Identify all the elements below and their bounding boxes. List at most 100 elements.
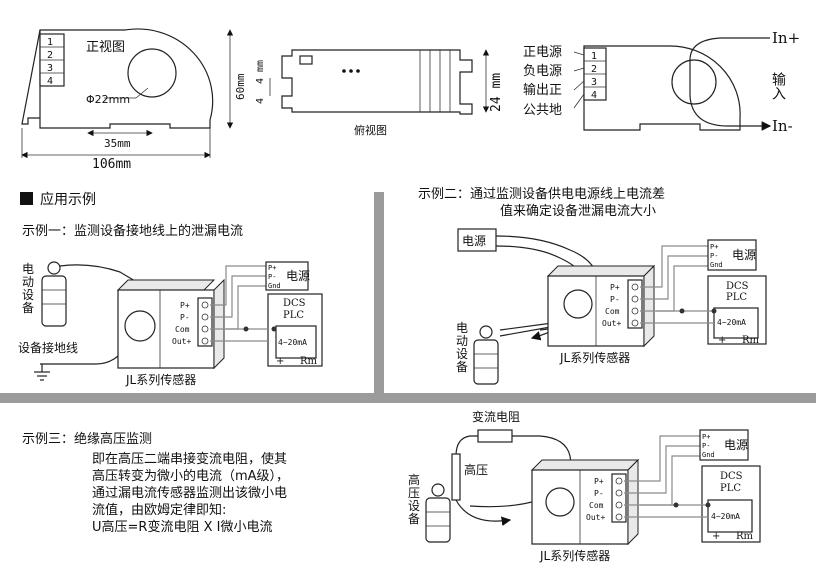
front-view-drawing: 1 2 3 4 正视图 Φ22mm 35mm 106mm 60mm: [21, 28, 247, 172]
ex2-supply-gnd: Gnd: [710, 261, 723, 269]
example3-diagram: 示例三：绝缘高压监测 即在高压二端串接变流电阻，使其 高压转变为微小的电流（mA…: [22, 409, 761, 563]
example1-title: 示例一：监测设备接地线上的泄漏电流: [22, 223, 243, 239]
example1-equipment-char-3: 设: [22, 288, 34, 302]
example2-power-box: [457, 228, 497, 252]
example3-line-4: 流值，由欧姆定律即知:: [92, 502, 226, 518]
ex1-term-pminus: P-: [180, 313, 190, 322]
ex2-supply-label: 电源: [732, 248, 756, 262]
ex3-plc-label: PLC: [720, 483, 741, 494]
ex2-plc-label: PLC: [726, 292, 747, 303]
ex2-term-out: Out+: [602, 319, 621, 328]
front-pin-1: 1: [47, 37, 53, 48]
top-view-drawing: 俯视图 4 mm 4 24 mm: [255, 49, 504, 137]
example1-ground-label: 设备接地线: [18, 340, 78, 355]
example3-resistor-label: 变流电阻: [472, 409, 520, 424]
example3-equipment-char-1: 高: [408, 472, 420, 487]
ex1-term-pplus: P+: [180, 301, 190, 310]
height-4-label: 4: [255, 98, 266, 104]
example3-sensor-label: JL系列传感器: [539, 548, 610, 563]
ex1-supply-label: 电源: [286, 269, 310, 283]
height-60-label: 60mm: [234, 73, 247, 100]
example3-resistor: [477, 429, 513, 443]
ex3-term-pplus: P+: [594, 477, 604, 486]
example2-sensor-label: JL系列传感器: [559, 350, 630, 365]
example3-equipment-char-2: 压: [408, 486, 420, 500]
example3-line-1: 即在高压二端串接变流电阻，使其: [92, 451, 287, 467]
conn-pin-1: 1: [591, 51, 597, 62]
vertical-divider: [374, 192, 384, 398]
example3-hv-label: 高压: [464, 462, 488, 477]
ex2-term-pminus: P-: [610, 295, 620, 304]
example3-line-5: U高压=R变流电阻 X I微小电流: [92, 519, 272, 535]
example2-equipment-char-3: 设: [456, 347, 468, 361]
ex3-supply-label: 电源: [724, 438, 748, 452]
ex3-range-label: 4~20mA: [711, 512, 740, 521]
width-106-label: 106mm: [92, 157, 131, 172]
input-plus-label: In+: [772, 29, 800, 47]
ex3-term-pminus: P-: [594, 489, 604, 498]
conn-pin-3: 3: [591, 77, 597, 88]
ex1-plc-label: PLC: [283, 310, 304, 321]
example2-title-line1: 示例二：通过监测设备供电电源线上电流差: [418, 186, 665, 202]
example3-hv-bus: [451, 453, 461, 501]
ex2-term-pplus: P+: [610, 283, 620, 292]
example1-sensor-label: JL系列传感器: [125, 372, 196, 387]
example1-equipment-char-2: 动: [22, 275, 34, 289]
example1-motor: [41, 275, 67, 327]
front-pin-3: 3: [47, 63, 53, 74]
ex2-rm-label: Rm: [742, 335, 760, 346]
example2-power-label: 电源: [462, 234, 486, 248]
front-pin-2: 2: [47, 50, 53, 61]
ex3-rm-label: Rm: [736, 531, 754, 542]
example2-equipment-char-1: 电: [456, 321, 468, 335]
input-minus-label: In-: [772, 117, 793, 135]
ex3-dcs-label: DCS: [720, 471, 743, 482]
height-4mm-label: 4 mm: [255, 60, 266, 84]
example2-equipment-char-2: 动: [456, 334, 468, 348]
ex2-term-com: Com: [605, 307, 620, 316]
ex3-term-out: Out+: [586, 513, 605, 522]
ex2-range-label: 4~20mA: [717, 318, 746, 327]
ex2-supply-pplus: P+: [710, 243, 718, 251]
pin-label-output-positive: 输出正: [523, 82, 562, 98]
front-view-label: 正视图: [86, 40, 125, 55]
section-title: 应用示例: [40, 191, 96, 208]
ex2-supply-pminus: P-: [710, 252, 718, 260]
ex2-dcs-label: DCS: [726, 281, 749, 292]
example3-device: [425, 497, 451, 543]
pin-label-negative-supply: 负电源: [523, 64, 562, 79]
height-24-label: 24 mm: [489, 73, 504, 112]
ex1-range-label: 4~20mA: [278, 338, 307, 347]
ex1-supply-pminus: P-: [268, 273, 276, 281]
example3-title: 示例三：绝缘高压监测: [22, 431, 152, 447]
example1-equipment-char-1: 电: [22, 262, 34, 276]
ex3-supply-pplus: P+: [702, 433, 710, 441]
example2-motor: [473, 339, 499, 385]
horizontal-divider: [0, 393, 816, 403]
example3-line-2: 高压转变为微小的电流（mA级），: [92, 468, 289, 484]
example2-diagram: 示例二：通过监测设备供电电源线上电流差 值来确定设备泄漏电流大小 电源 电 动 …: [418, 186, 767, 385]
example2-equipment-char-4: 备: [456, 360, 468, 374]
width-35-label: 35mm: [104, 137, 131, 150]
section-marker: [20, 192, 33, 205]
ex1-term-out: Out+: [172, 337, 191, 346]
pin-label-common-ground: 公共地: [523, 103, 562, 118]
ex1-rm-label: Rm: [300, 356, 318, 367]
top-view-label: 俯视图: [354, 123, 387, 137]
example1-equipment-char-4: 备: [22, 301, 34, 315]
ex3-term-com: Com: [589, 501, 604, 510]
ex2-plus-label: +: [718, 335, 726, 346]
ex1-supply-pplus: P+: [268, 264, 276, 272]
ex1-dcs-label: DCS: [283, 298, 306, 309]
ex1-plus-label: +: [276, 356, 284, 367]
example1-diagram: 示例一：监测设备接地线上的泄漏电流 电 动 设 备 设备接地线 P+ P- Co…: [18, 223, 323, 387]
input-label: 输入: [770, 72, 786, 100]
example3-line-3: 通过漏电流传感器监测出该微小电: [92, 485, 287, 501]
conn-pin-2: 2: [591, 64, 597, 75]
ex1-term-com: Com: [175, 325, 190, 334]
example3-equipment-char-3: 设: [408, 499, 420, 513]
conn-pin-4: 4: [591, 90, 597, 101]
pin-label-positive-supply: 正电源: [523, 45, 562, 60]
